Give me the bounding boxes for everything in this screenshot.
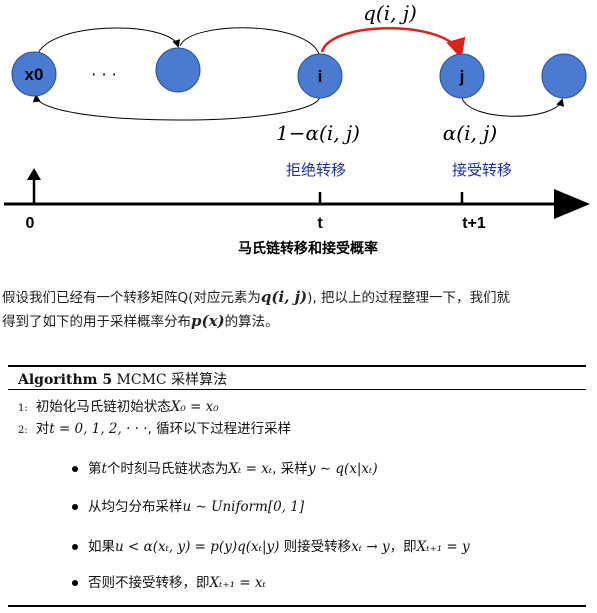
- bullet-dot: [72, 466, 78, 472]
- t1-label: t+1: [462, 215, 486, 232]
- intro-paragraph: 假设我们已经有一个转移矩阵Q(对应元素为q(i, j)), 把以上的过程整理一下…: [2, 286, 594, 334]
- para-math-q: q(i, j): [260, 288, 308, 306]
- para-math-p: p(x): [191, 312, 225, 330]
- algo-bullet-3: 如果u < α(xₜ, y) = p(y)q(xₜ|y) 则接受转移xₜ → y…: [72, 535, 470, 555]
- node-j-label: j: [459, 67, 465, 86]
- node-x0-label: x0: [25, 65, 44, 84]
- bullet-text: 则接受转移: [279, 539, 352, 555]
- node-after: [541, 53, 587, 99]
- bullet-math: y ∼ q(x|xₜ): [307, 461, 378, 477]
- accept-prob-label: α(i, j): [443, 121, 497, 145]
- arc-i-to-mid: [179, 27, 321, 59]
- bullet-math: Xₜ₊₁ = xₜ: [209, 575, 266, 591]
- step-text: 初始化马氏链初始状态: [35, 399, 171, 415]
- paragraph-line-2: 得到了如下的用于采样概率分布p(x)的算法。: [2, 310, 594, 334]
- bullet-math: t: [101, 461, 107, 477]
- algo-bullet-1: 第t个时刻马氏链状态为Xₜ = xₜ, 采样y ∼ q(x|xₜ): [72, 457, 378, 477]
- arc-x0-to-mid: [35, 27, 181, 61]
- step-text: 对: [35, 421, 50, 437]
- algorithm-title-number: Algorithm 5: [18, 372, 113, 388]
- node-x0: x0: [11, 51, 57, 97]
- algo-bullet-4: 否则不接受转移，即Xₜ₊₁ = xₜ: [72, 571, 266, 591]
- arc-i-to-x0: [32, 94, 321, 121]
- step-text: , 循环以下过程进行采样: [147, 421, 292, 437]
- bullet-dot: [72, 580, 78, 586]
- reject-prob-label: 1−α(i, j): [276, 121, 360, 145]
- q-label: q(i, j): [363, 1, 417, 25]
- bullet-math: Xₜ₊₁ = y: [416, 539, 470, 555]
- bullet-text: 从均匀分布采样: [88, 499, 183, 515]
- algo-bullet-2: 从均匀分布采样u ∼ Uniform[0, 1]: [72, 495, 304, 515]
- algorithm-title-text: MCMC 采样算法: [112, 372, 228, 388]
- markov-chain-diagram: x0 · · · i j q(i, j) 1−α(i, j) α(i, j) 拒…: [4, 1, 590, 257]
- bullet-math: Xₜ = xₜ: [228, 461, 273, 477]
- algorithm-box: Algorithm 5 MCMC 采样算法 1: 初始化马氏链初始状态X₀ = x…: [8, 365, 586, 613]
- para-text: 假设我们已经有一个转移矩阵Q(对应元素为: [2, 290, 261, 306]
- bullet-text: ，即: [389, 539, 417, 555]
- bullet-text: 个时刻马氏链状态为: [106, 461, 229, 477]
- step-number: 2:: [18, 425, 28, 436]
- diagram-caption: 马氏链转移和接受概率: [238, 240, 378, 257]
- algo-top-rule: [8, 365, 586, 367]
- algo-bottom-rule: [8, 605, 586, 607]
- t-label: t: [317, 215, 323, 232]
- ellipsis: · · ·: [91, 65, 116, 84]
- bullet-text: , 采样: [272, 461, 308, 477]
- bullet-math: u < α(xₜ, y) = p(y)q(xₜ|y): [115, 539, 280, 555]
- node-mid: [155, 47, 201, 93]
- algo-step-1: 1: 初始化马氏链初始状态X₀ = x₀: [18, 395, 219, 415]
- bullet-text: 如果: [88, 539, 115, 555]
- t0-label: 0: [26, 215, 35, 232]
- step-number: 1:: [18, 403, 28, 414]
- bullet-dot: [72, 544, 78, 550]
- algo-step-2: 2: 对t = 0, 1, 2, · · ·, 循环以下过程进行采样: [18, 417, 291, 437]
- bullet-dot: [72, 504, 78, 510]
- para-text: 得到了如下的用于采样概率分布: [2, 314, 191, 330]
- node-i: i: [297, 53, 343, 99]
- arc-i-to-j: [320, 27, 466, 59]
- bullet-math: u ∼ Uniform[0, 1]: [182, 499, 305, 515]
- step-math: X₀ = x₀: [170, 399, 219, 415]
- arc-j-to-after: [461, 97, 564, 117]
- node-i-label: i: [318, 67, 323, 86]
- step-math: t = 0, 1, 2, · · ·: [49, 421, 148, 437]
- bullet-text: 否则不接受转移，即: [88, 575, 210, 591]
- accept-text: 接受转移: [452, 161, 512, 179]
- paragraph-line-1: 假设我们已经有一个转移矩阵Q(对应元素为q(i, j)), 把以上的过程整理一下…: [2, 286, 594, 310]
- para-text: 的算法。: [224, 314, 279, 330]
- node-j: j: [439, 53, 485, 99]
- para-text: ), 把以上的过程整理一下，我们就: [307, 290, 511, 306]
- bullet-text: 第: [88, 461, 102, 477]
- t0-arrow-head: [27, 168, 41, 180]
- algo-header-rule: [8, 389, 586, 390]
- algorithm-title: Algorithm 5 MCMC 采样算法: [18, 369, 227, 389]
- reject-text: 拒绝转移: [286, 161, 346, 179]
- bullet-math: xₜ → y: [351, 539, 390, 555]
